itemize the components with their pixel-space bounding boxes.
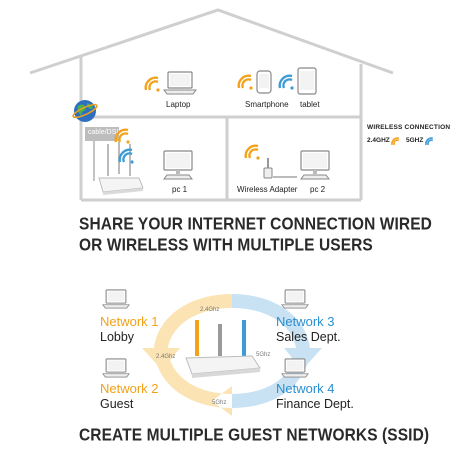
- adapter-cable: [273, 176, 297, 178]
- cycle-label-left: 2.4Ghz: [156, 354, 175, 360]
- headline-guest-networks: CREATE MULTIPLE GUEST NETWORKS (SSID): [79, 426, 430, 446]
- headline-share-line1: SHARE YOUR INTERNET CONNECTION WIRED: [79, 215, 432, 235]
- modem-cable: [93, 141, 95, 181]
- router-wifi-24-icon: [114, 128, 130, 144]
- legend-5ghz-label: 5GHZ: [406, 137, 424, 144]
- pc2-label: pc 2: [310, 185, 326, 194]
- network3-location: Sales Dept.: [276, 330, 341, 344]
- router-icon: [98, 142, 144, 195]
- legend-24ghz-icon: [391, 137, 400, 146]
- smartphone-icon: [256, 70, 272, 94]
- center-router-icon: [185, 320, 261, 378]
- adapter-wifi-icon: [244, 144, 260, 160]
- network4-location: Finance Dept.: [276, 397, 354, 411]
- network4-name: Network 4: [276, 381, 335, 396]
- network2-name: Network 2: [100, 381, 159, 396]
- wireless-adapter-label: Wireless Adapter: [237, 185, 298, 194]
- network1-location: Lobby: [100, 330, 135, 344]
- laptop-wifi-icon: [144, 76, 160, 92]
- tablet-wifi-icon: [278, 74, 294, 90]
- network3-name: Network 3: [276, 314, 335, 329]
- network2-laptop-icon: [102, 358, 130, 378]
- house-diagram: [29, 8, 394, 202]
- pc2-icon: [300, 150, 330, 180]
- internet-globe-icon: [72, 100, 98, 122]
- network4-laptop-icon: [281, 358, 309, 378]
- headline-share-line2: OR WIRELESS WITH MULTIPLE USERS: [79, 236, 373, 256]
- smartphone-wifi-icon: [237, 74, 253, 90]
- tablet-icon: [297, 67, 317, 95]
- legend-5ghz-icon: [425, 137, 434, 146]
- smartphone-label: Smartphone: [245, 100, 289, 109]
- network-cycle-diagram: 2.4Ghz 2.4Ghz 5Ghz 5Ghz: [142, 294, 322, 416]
- cycle-label-top-left: 2.4Ghz: [200, 307, 219, 313]
- laptop-icon: [163, 71, 197, 95]
- modem-label: cable/DSL: [88, 129, 121, 136]
- legend-title: WIRELESS CONNECTION: [367, 124, 451, 131]
- legend-24ghz-label: 2.4GHZ: [367, 137, 390, 144]
- wireless-adapter-icon: [263, 158, 273, 179]
- network1-name: Network 1: [100, 314, 159, 329]
- pc1-icon: [163, 150, 193, 180]
- network3-laptop-icon: [281, 289, 309, 309]
- cycle-label-right: 5Ghz: [256, 352, 270, 358]
- router-wifi-5-icon: [118, 148, 134, 164]
- network2-location: Guest: [100, 397, 134, 411]
- laptop-label: Laptop: [166, 100, 191, 109]
- pc1-label: pc 1: [172, 185, 188, 194]
- network1-laptop-icon: [102, 289, 130, 309]
- modem-box: [85, 127, 119, 141]
- tablet-label: tablet: [300, 100, 320, 109]
- cycle-label-bottom: 5Ghz: [212, 400, 226, 406]
